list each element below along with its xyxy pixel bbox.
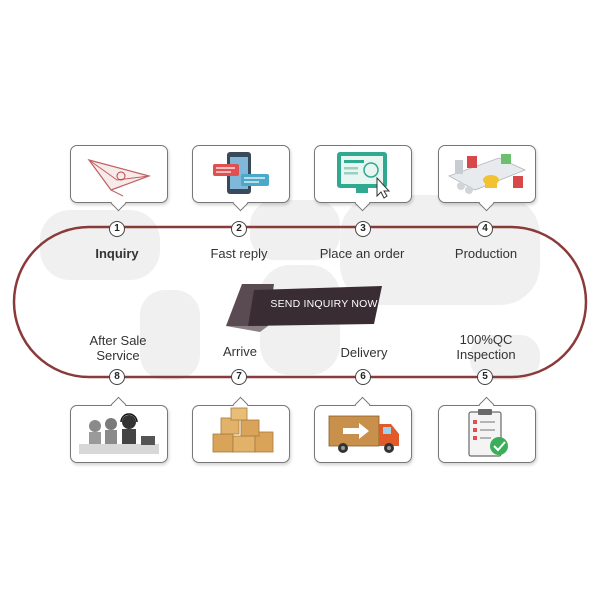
delivery-truck-icon	[328, 415, 399, 453]
step-label-qc-inspection: 100%QC Inspection	[456, 332, 516, 362]
step-number-8: 8	[109, 369, 125, 385]
step-number-6: 6	[355, 369, 371, 385]
cta-label: SEND INQUIRY NOW	[270, 298, 378, 310]
step-label-production: Production	[454, 246, 518, 261]
map-dots-australia	[470, 335, 540, 380]
map-dots-europe	[250, 200, 340, 260]
step-label-fast-reply: Fast reply	[210, 246, 268, 261]
map-dots-south-america	[140, 290, 200, 380]
step-label-place-an-order: Place an order	[319, 246, 405, 261]
call-center-icon	[79, 413, 159, 454]
qc-inspection-card	[438, 405, 536, 463]
step-number-4: 4	[477, 221, 493, 237]
step-label-arrive: Arrive	[223, 344, 257, 359]
clipboard-checklist-icon	[468, 409, 508, 457]
arrive-card	[192, 405, 290, 463]
delivery-card	[314, 405, 412, 463]
send-inquiry-button[interactable]: SEND INQUIRY NOW	[224, 280, 384, 332]
factory-line-icon	[448, 154, 527, 194]
production-card	[438, 145, 536, 203]
step-number-1: 1	[109, 221, 125, 237]
fast-reply-card	[192, 145, 290, 203]
after-sale-service-card	[70, 405, 168, 463]
step-number-3: 3	[355, 221, 371, 237]
stacked-boxes-icon	[212, 407, 274, 453]
step-label-inquiry: Inquiry	[95, 246, 139, 261]
monitor-click-order-icon	[337, 152, 391, 199]
smartphone-chat-icon	[213, 152, 269, 194]
cta-ribbon-shape	[226, 284, 382, 332]
step-number-7: 7	[231, 369, 247, 385]
inquiry-card	[70, 145, 168, 203]
place-order-card	[314, 145, 412, 203]
step-number-5: 5	[477, 369, 493, 385]
paper-plane-envelope-icon	[87, 158, 151, 197]
step-label-delivery: Delivery	[340, 345, 388, 360]
step-number-2: 2	[231, 221, 247, 237]
step-label-after-sale-service: After Sale Service	[89, 333, 147, 363]
